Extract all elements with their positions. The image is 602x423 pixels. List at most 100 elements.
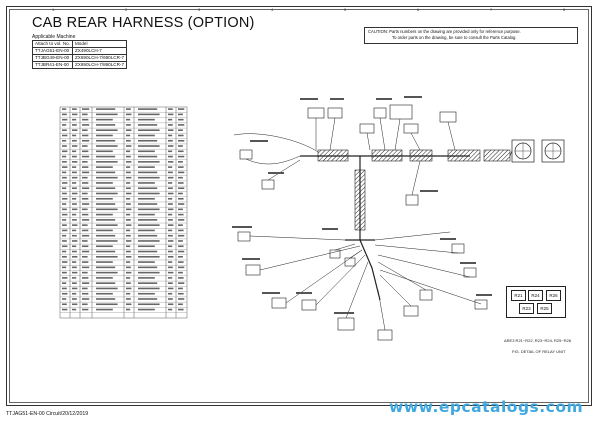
table-cell-text: [126, 266, 131, 269]
table-cell-text: [126, 150, 131, 153]
relay-label: R21: [511, 290, 526, 301]
table-cell-text: [126, 282, 131, 284]
table-cell-text: [72, 139, 77, 142]
table-cell-text: [72, 197, 77, 200]
table-cell-text: [178, 197, 184, 200]
table-cell-text: [126, 166, 131, 168]
table-cell-text: [72, 171, 77, 174]
table-cell-text: [138, 129, 160, 131]
table-cell-text: [168, 240, 174, 242]
table-cell-text: [178, 176, 183, 179]
table-cell-text: [178, 234, 185, 237]
table-cell-text: [72, 150, 77, 153]
table-cell-text: [178, 203, 185, 205]
table-cell-text: [62, 282, 67, 284]
relay-caption: FIG. DETAIL OF RELAY UNIT: [512, 349, 566, 354]
applicability-table: Attach to vol. No. Model TTJAG51-EN-00 Z…: [32, 40, 128, 69]
relay-label: R24: [528, 290, 543, 301]
table-cell-text: [62, 203, 67, 205]
table-cell-text: [72, 292, 77, 295]
table-cell-text: [126, 129, 132, 131]
table-cell-text: [178, 240, 183, 242]
table-cell-text: [96, 245, 113, 248]
table-cell-text: [126, 161, 132, 163]
table-cell-text: [96, 229, 113, 232]
table-cell-text: [72, 271, 78, 274]
table-cell-text: [96, 161, 118, 163]
table-cell-text: [138, 224, 160, 226]
table-cell-text: [126, 139, 131, 142]
table-cell-text: [82, 145, 88, 147]
table-cell-text: [178, 282, 185, 284]
table-cell-text: [178, 192, 183, 195]
table-cell-text: [138, 308, 155, 311]
table-cell-text: [126, 256, 132, 258]
table-cell-text: [62, 166, 68, 168]
table-cell-text: [72, 234, 77, 237]
border-number: 2: [125, 7, 128, 12]
table-cell-text: [82, 266, 90, 269]
table-cell-text: [138, 240, 160, 242]
table-cell-text: [168, 197, 173, 200]
table-cell-text: [72, 224, 78, 226]
table-cell-text: [62, 208, 67, 211]
table-cell-text: [82, 229, 89, 232]
table-cell-text: [62, 192, 67, 195]
table-cell-text: [138, 182, 155, 184]
table-cell-text: [126, 229, 131, 232]
table-cell-text: [62, 256, 67, 258]
table-cell-text: [126, 292, 131, 295]
table-cell-text: [96, 187, 116, 190]
table-cell-text: [62, 171, 67, 174]
table-cell-text: [96, 208, 118, 211]
table-cell-text: [178, 182, 184, 184]
table-cell-text: [96, 155, 116, 158]
applicable-machine-label: Applicable Machine: [32, 34, 76, 40]
table-cell-text: [82, 303, 88, 306]
table-cell-text: [138, 266, 158, 269]
table-cell-text: [82, 240, 88, 242]
table-cell-text: [168, 229, 173, 232]
table-cell-text: [178, 266, 185, 269]
table-cell-text: [72, 208, 78, 211]
table-cell-text: [82, 219, 90, 221]
table-cell-text: [96, 308, 113, 311]
table-cell-text: [82, 292, 89, 295]
table-cell-text: [72, 219, 77, 221]
table-cell-text: [72, 203, 77, 205]
table-cell-text: [82, 250, 90, 253]
table-cell-text: [82, 176, 88, 179]
table-cell-text: [168, 287, 174, 290]
table-cell-text: [138, 155, 158, 158]
table-cell-text: [72, 266, 77, 269]
table-cell-text: [96, 108, 116, 110]
table-cell-text: [82, 113, 88, 116]
border-number: 8: [563, 7, 566, 12]
table-cell-text: [168, 277, 173, 279]
table-cell-text: [62, 139, 67, 142]
table-cell-text: [72, 298, 77, 300]
table-cell-text: [138, 245, 155, 248]
table-cell-text: [72, 187, 77, 190]
table-cell-text: [168, 224, 174, 226]
table-cell-text: [168, 134, 173, 137]
table-cell-text: [96, 292, 113, 295]
table-cell-text: [138, 277, 155, 279]
table-cell-text: [72, 282, 77, 284]
relay-label: R26: [546, 290, 561, 301]
table-cell-text: [168, 208, 174, 211]
table-cell-text: [62, 219, 67, 221]
table-cell-text: [82, 124, 90, 126]
table-cell-text: [178, 229, 184, 232]
table-cell-text: [82, 108, 90, 110]
table-cell-text: [82, 150, 89, 153]
table-cell-text: [178, 134, 184, 137]
table-cell-text: [82, 282, 90, 284]
table-cell-text: [168, 129, 174, 131]
border-number: 1: [52, 7, 55, 12]
table-cell-text: [82, 187, 90, 190]
table-cell-text: [126, 197, 131, 200]
table-cell-text: [82, 182, 89, 184]
table-cell-text: [126, 182, 131, 184]
